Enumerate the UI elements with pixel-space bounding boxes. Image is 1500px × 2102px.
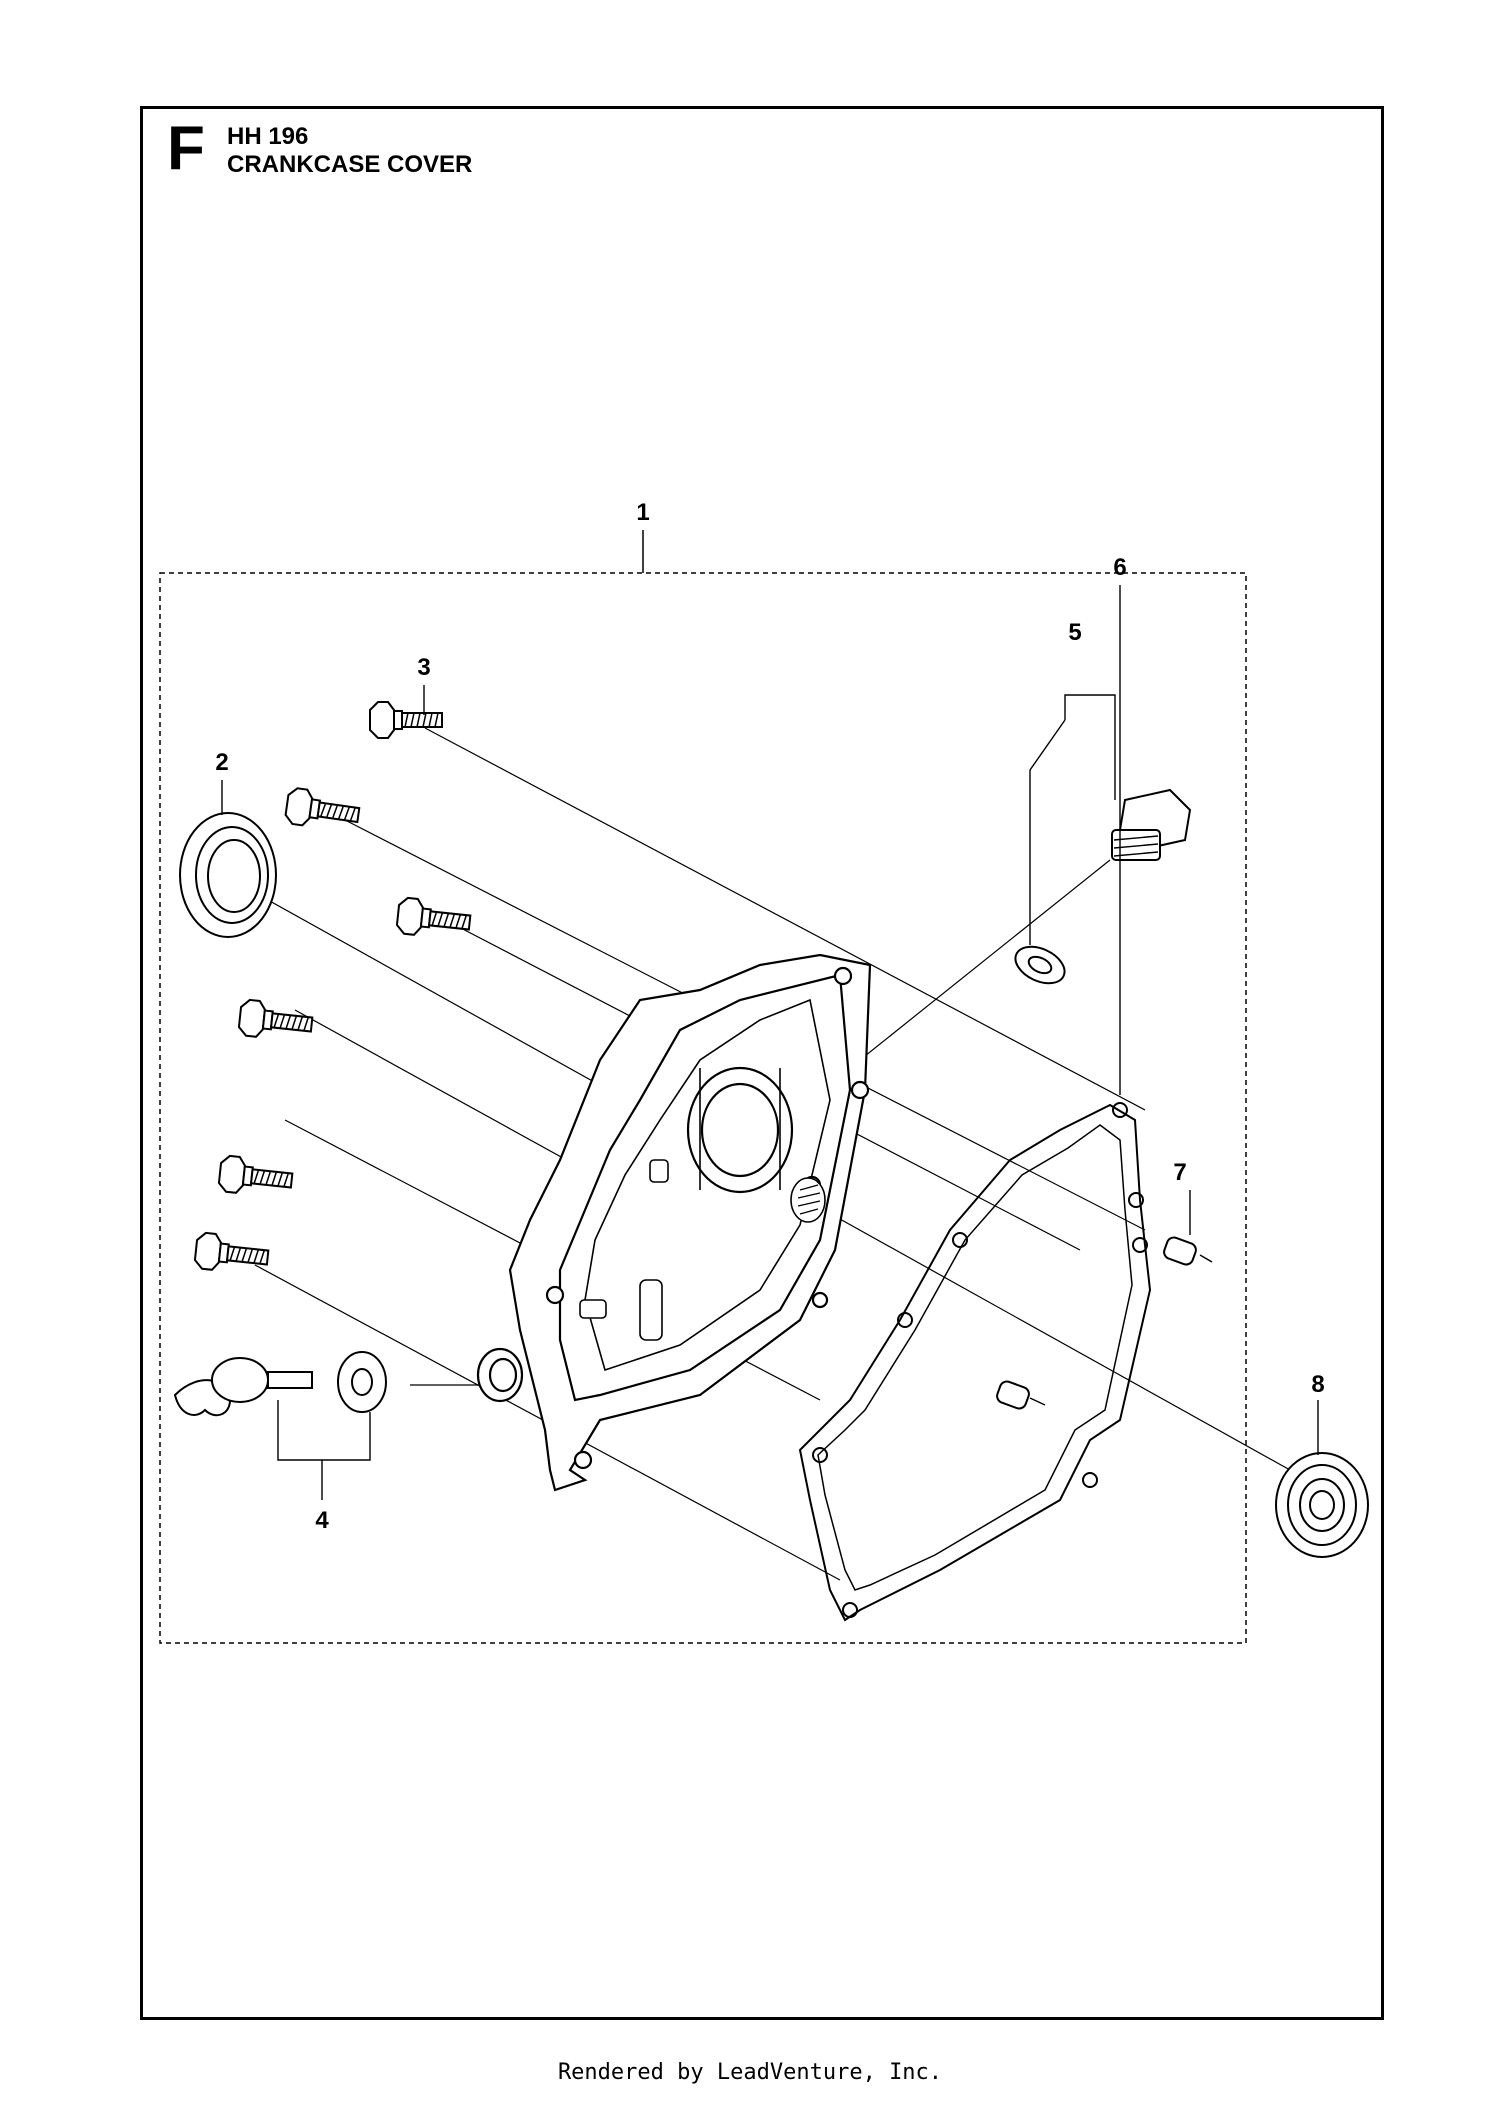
dowel-pin (996, 1380, 1030, 1410)
bearing-8 (1275, 1452, 1369, 1558)
callout-6: 6 (1113, 554, 1126, 581)
callout-7: 7 (1173, 1159, 1186, 1186)
section-letter: F (167, 114, 205, 183)
callout-1: 1 (636, 499, 649, 526)
footer-credit: Rendered by LeadVenture, Inc. (557, 2060, 943, 2085)
sealing-washer (1014, 945, 1066, 985)
callout-3: 3 (417, 654, 430, 681)
gasket-6 (798, 1102, 1152, 1622)
bolt (283, 786, 362, 834)
crankcase-cover (476, 953, 872, 1492)
oil-fill-plug-5 (1111, 788, 1192, 861)
diagram-frame (140, 106, 1384, 2020)
bolt (395, 896, 473, 942)
bolt (193, 1231, 271, 1277)
drain-plug-4 (173, 1357, 313, 1417)
model-number: HH 196 (227, 123, 309, 150)
callout-5: 5 (1068, 619, 1081, 646)
bolt-3 (369, 701, 443, 739)
bolt (237, 998, 315, 1044)
callout-4: 4 (315, 1507, 329, 1534)
drain-washer (337, 1351, 387, 1413)
page-title: CRANKCASE COVER (227, 151, 473, 178)
callout-8: 8 (1311, 1371, 1324, 1398)
bolt (217, 1154, 295, 1200)
dowel-pin-7 (1163, 1236, 1197, 1266)
kit-boundary (159, 572, 1247, 1644)
callout-2: 2 (215, 749, 228, 776)
oil-seal-2 (179, 812, 277, 938)
